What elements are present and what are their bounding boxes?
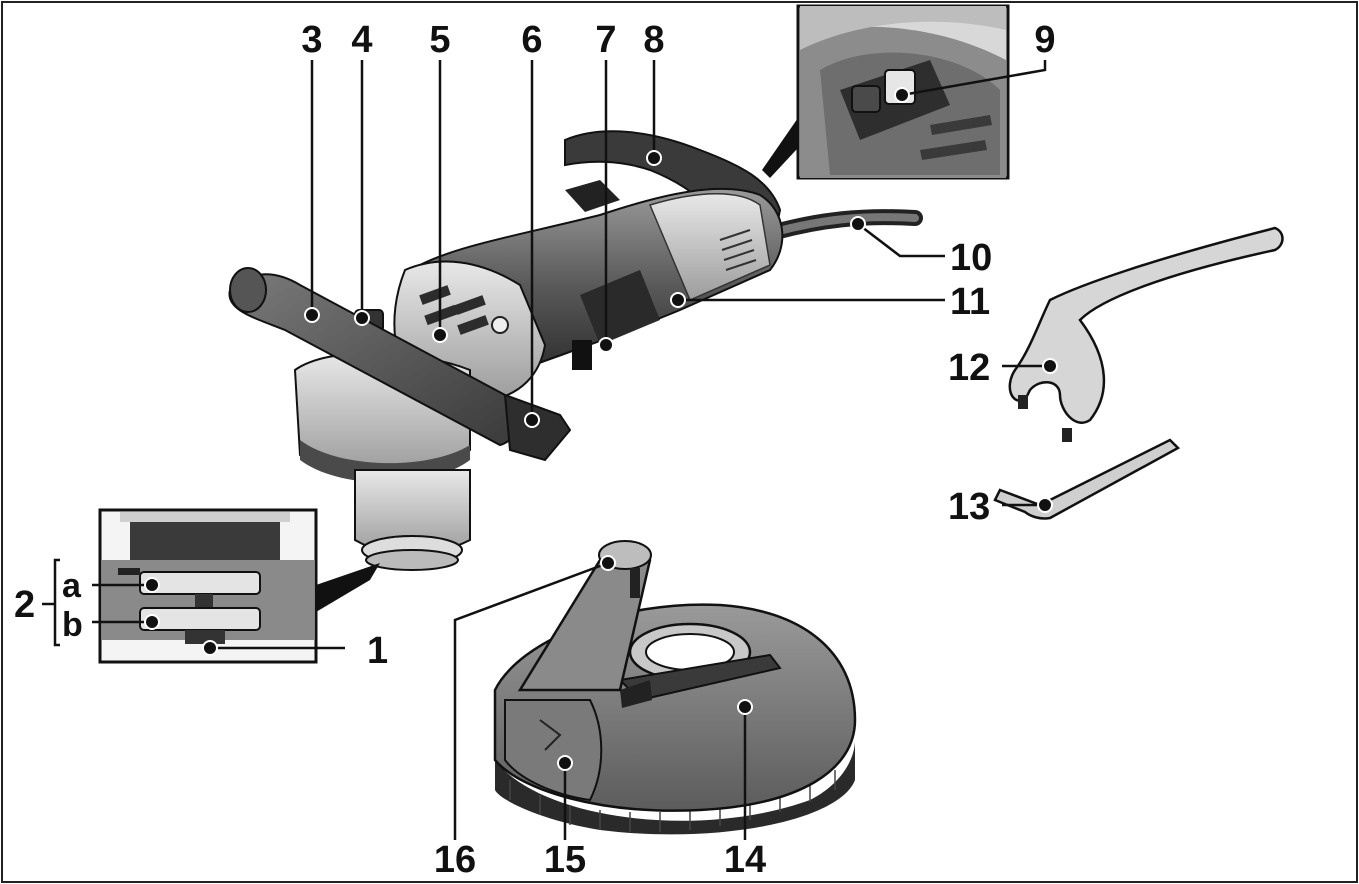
callout-labels: 1 2 a b 3 4 5 6 7 8 9 10 11 12 13 14 15 … (14, 19, 1056, 881)
callout-16: 16 (434, 839, 476, 881)
inset-flange-detail (98, 508, 380, 664)
callout-5: 5 (429, 19, 450, 61)
callout-4: 4 (351, 19, 372, 61)
callout-11: 11 (950, 281, 990, 323)
callout-2: 2 (14, 584, 35, 626)
callout-2a: a (62, 567, 82, 605)
callout-1: 1 (367, 630, 388, 672)
callout-8: 8 (643, 19, 664, 61)
callout-10: 10 (950, 237, 992, 279)
callout-12: 12 (948, 347, 990, 389)
hex-key (993, 438, 1181, 520)
callout-9: 9 (1034, 19, 1055, 61)
callout-3: 3 (301, 19, 322, 61)
inset-switch-detail (762, 4, 1010, 180)
callout-15: 15 (544, 839, 586, 881)
leader-lines (42, 60, 1058, 840)
callout-6: 6 (521, 19, 542, 61)
callout-13: 13 (948, 486, 990, 528)
two-pin-spanner (1008, 226, 1284, 442)
callout-7: 7 (595, 19, 616, 61)
callout-14: 14 (724, 839, 766, 881)
angle-grinder (228, 130, 923, 571)
callout-2b: b (62, 606, 83, 644)
